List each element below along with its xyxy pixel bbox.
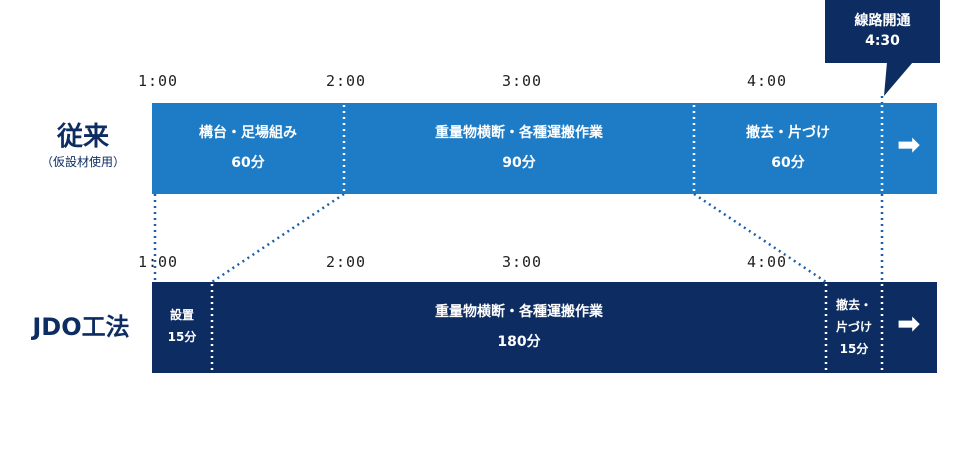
- time-top-4: 4:00: [746, 72, 788, 90]
- bottom-seg-2-duration: 180分: [497, 334, 541, 350]
- time-bottom-3: 3:00: [501, 253, 543, 271]
- bottom-seg-2-name: 重量物横断・各種運搬作業: [435, 304, 603, 320]
- jdo-title: JDO工法: [32, 313, 130, 341]
- top-seg-2-name: 重量物横断・各種運搬作業: [435, 125, 603, 141]
- bottom-seg-3-name-line2: 片づけ: [835, 320, 872, 334]
- top-seg-1: 構台・足場組み 60分: [152, 118, 344, 178]
- connector-setup: [211, 192, 345, 284]
- callout-pointer: [884, 62, 913, 96]
- top-seg-1-name: 構台・足場組み: [199, 125, 297, 141]
- time-bottom-4: 4:00: [746, 253, 788, 271]
- top-seg-3-name: 撤去・片づけ: [746, 125, 830, 141]
- conventional-title: 従来: [56, 122, 109, 152]
- bottom-seg-2: 重量物横断・各種運搬作業 180分: [212, 297, 826, 357]
- time-top-1: 1:00: [137, 72, 179, 90]
- top-seg-3-duration: 60分: [771, 155, 805, 171]
- top-seg-3: 撤去・片づけ 60分: [694, 118, 882, 178]
- conventional-subtitle: （仮設材使用）: [40, 155, 125, 169]
- line-open-callout: 線路開通 4:30: [825, 0, 940, 63]
- top-seg-2: 重量物横断・各種運搬作業 90分: [344, 118, 694, 178]
- bottom-seg-3-duration: 15分: [839, 342, 869, 356]
- top-arrow-right-icon: ➡: [897, 128, 921, 161]
- callout-line2: 4:30: [865, 33, 900, 49]
- callout-line1: 線路開通: [854, 13, 911, 29]
- jdo-timeline-bar: [152, 282, 937, 373]
- bottom-seg-1-duration: 15分: [167, 330, 197, 344]
- time-top-2: 2:00: [325, 72, 367, 90]
- top-seg-2-duration: 90分: [502, 155, 536, 171]
- bottom-seg-1-name: 設置: [169, 308, 194, 322]
- conventional-timeline-bar: [152, 103, 937, 194]
- bottom-seg-1: 設置 15分: [152, 304, 212, 348]
- top-seg-1-duration: 60分: [231, 155, 265, 171]
- connector-removal: [693, 192, 827, 284]
- time-bottom-2: 2:00: [325, 253, 367, 271]
- bottom-arrow-right-icon: ➡: [897, 307, 921, 340]
- bottom-seg-3-name-line1: 撤去・: [835, 298, 872, 312]
- time-bottom-1: 1:00: [137, 253, 179, 271]
- time-top-3: 3:00: [501, 72, 543, 90]
- bottom-seg-3: 撤去・ 片づけ 15分: [826, 294, 882, 360]
